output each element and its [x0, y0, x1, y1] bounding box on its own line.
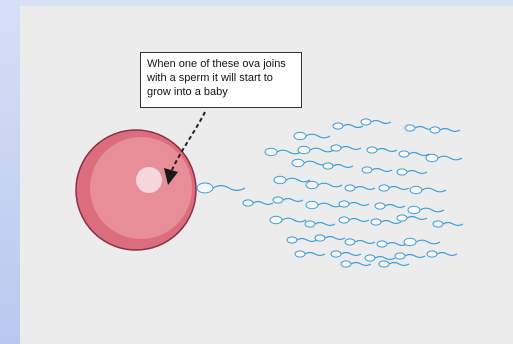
sperm-cell	[379, 261, 409, 267]
sperm-cell	[315, 235, 345, 241]
sperm-cell	[365, 255, 395, 261]
sperm-cell	[339, 217, 369, 223]
ovum-nucleus	[136, 167, 162, 193]
sperm-cell	[270, 216, 306, 223]
sperm-cell	[361, 119, 391, 125]
sperm-cell	[410, 186, 446, 193]
sperm-cell	[331, 251, 361, 257]
sperm-cell	[298, 146, 334, 153]
sperm-cell	[399, 151, 429, 157]
sperm-cell	[397, 169, 427, 175]
sperm-cell	[427, 251, 457, 257]
sperm-cell	[430, 127, 460, 133]
sperm-cell	[397, 215, 427, 221]
sperm-cell	[367, 147, 397, 153]
sperm-cell	[345, 239, 375, 245]
sperm-cell	[197, 183, 245, 193]
ovum-cell	[76, 130, 196, 250]
sperm-cell	[377, 241, 407, 247]
sperm-cell	[331, 145, 361, 151]
sperm-cell	[426, 154, 462, 161]
sperm-swarm	[197, 119, 463, 267]
sperm-cell	[341, 261, 371, 267]
sperm-cell	[287, 237, 317, 243]
callout-line: grow into a baby	[147, 85, 295, 99]
sperm-cell	[333, 123, 363, 129]
sperm-cell	[433, 221, 463, 227]
callout-line: with a sperm it will start to	[147, 71, 295, 85]
sperm-cell	[306, 201, 342, 208]
sperm-cell	[274, 176, 310, 183]
sperm-cell	[243, 200, 273, 206]
sperm-cell	[379, 185, 409, 191]
sperm-cell	[395, 253, 425, 259]
callout-line: When one of these ova joins	[147, 57, 295, 71]
sperm-cell	[345, 185, 375, 191]
callout-box: When one of these ova joins with a sperm…	[140, 52, 302, 108]
sperm-cell	[371, 219, 401, 225]
sperm-cell	[273, 197, 303, 203]
sperm-cell	[305, 221, 335, 227]
sperm-cell	[362, 167, 392, 173]
sperm-cell	[323, 163, 353, 169]
sperm-cell	[375, 203, 405, 209]
sperm-cell	[404, 238, 440, 245]
sperm-cell	[408, 206, 444, 213]
sperm-cell	[295, 251, 325, 257]
sperm-cell	[306, 181, 342, 188]
sperm-cell	[339, 201, 369, 207]
sperm-cell	[265, 148, 301, 155]
sperm-cell	[294, 132, 330, 139]
